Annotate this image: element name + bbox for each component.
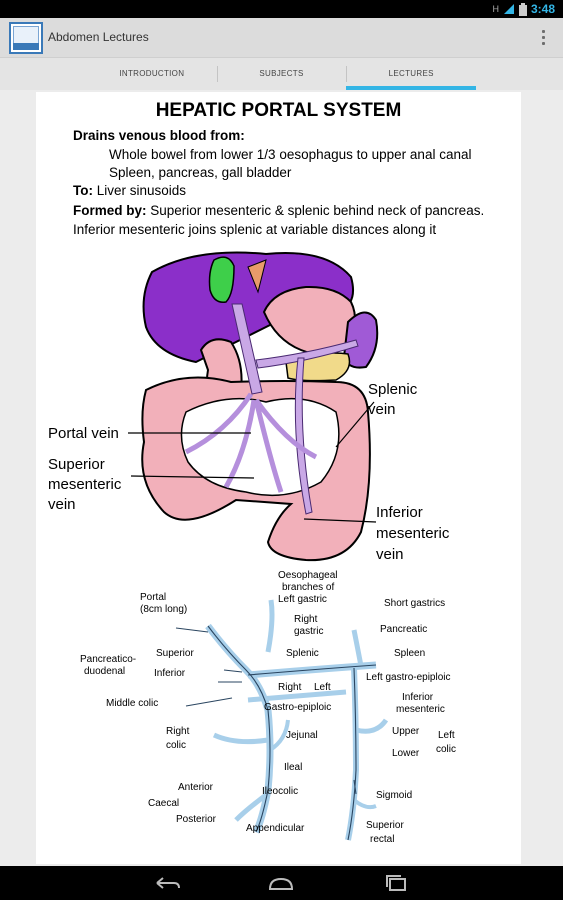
diagram-short-gastrics (351, 629, 364, 667)
slide-title: HEPATIC PORTAL SYSTEM (155, 100, 402, 121)
gallbladder-shape (208, 256, 235, 303)
dlabel-sigmoid: Sigmoid (376, 790, 412, 801)
status-bar: H 3:48 (0, 0, 563, 18)
dlabel-left: Left (314, 682, 331, 693)
dlabel-superior-rectal-2: rectal (370, 834, 394, 845)
inferior-mesenteric-vein-shape (294, 357, 313, 515)
drains-line-1: Whole bowel from lower 1/3 oesophagus to… (109, 147, 472, 162)
superior-mesenteric-leader (130, 475, 255, 479)
dlabel-appendicular: Appendicular (246, 823, 305, 834)
dlabel-oesophageal-3: Left gastric (278, 594, 327, 605)
dlabel-caecal: Caecal (148, 798, 179, 809)
dlabel-pancreatico-2: duodenal (84, 666, 125, 677)
dlabel-inferior-mesenteric-1: Inferior (402, 692, 434, 703)
label-splenic-vein-1: Splenic (368, 381, 418, 398)
to-value: Liver sinusoids (93, 183, 187, 198)
tab-lectures[interactable]: LECTURES (346, 58, 476, 90)
portal-vein-shape (231, 303, 263, 395)
portal-tributaries-diagram: Portal (8cm long) Oesophageal branches o… (80, 570, 456, 845)
dlabel-right-gastric-2: gastric (294, 626, 323, 637)
navigation-bar (0, 866, 563, 900)
dlabel-middle-colic: Middle colic (106, 698, 158, 709)
formed-label: Formed by: (73, 203, 147, 218)
signal-label: H (492, 4, 499, 14)
ligament-shape (247, 259, 267, 294)
diagram-ileocolic (234, 793, 268, 822)
diagram-right-colic (212, 732, 269, 745)
dlabel-jejunal: Jejunal (286, 730, 318, 741)
dlabel-right-colic-2: colic (166, 740, 186, 751)
app-title: Abdomen Lectures (48, 30, 149, 44)
dlabel-portal-2: (8cm long) (140, 604, 187, 615)
mesenteric-branches-shape (184, 392, 318, 493)
tab-introduction[interactable]: INTRODUCTION (119, 69, 185, 78)
dlabel-oesophageal-2: branches of (282, 582, 334, 593)
to-label: To: (73, 183, 93, 198)
back-icon[interactable] (152, 874, 182, 892)
tab-bar: INTRODUCTION SUBJECTS LECTURES (0, 58, 563, 90)
dlabel-ileocolic: Ileocolic (262, 786, 298, 797)
dlabel-splenic: Splenic (286, 648, 319, 659)
tab-subjects[interactable]: SUBJECTS (216, 58, 347, 90)
dlabel-left-colic-1: Left (438, 730, 455, 741)
battery-icon (518, 2, 527, 16)
dlabel-inferior: Inferior (154, 668, 186, 679)
dlabel-superior-rectal-1: Superior (366, 820, 404, 831)
label-splenic-vein-2: vein (368, 401, 396, 418)
dlabel-left-gastro: Left gastro-epiploic (366, 672, 451, 683)
app-logo-icon[interactable] (9, 22, 43, 54)
lecture-slide: HEPATIC PORTAL SYSTEM Drains venous bloo… (36, 92, 521, 864)
action-bar: Abdomen Lectures (0, 18, 563, 58)
overflow-menu-icon[interactable] (540, 29, 546, 47)
formed-line-2: Inferior mesenteric joins splenic at var… (73, 222, 437, 237)
dlabel-pancreatico-1: Pancreatico- (80, 654, 136, 665)
home-icon[interactable] (266, 874, 296, 892)
signal-icon (503, 4, 514, 14)
drains-label: Drains venous blood from: (73, 128, 245, 143)
portal-system-illustration: Portal vein Superior mesenteric vein Spl… (48, 251, 450, 563)
dlabel-lower: Lower (392, 748, 420, 759)
dlabel-gastro-epiploic: Gastro-epiploic (264, 702, 331, 713)
to-line: To: Liver sinusoids (73, 183, 186, 198)
label-inferior-mesenteric-1: Inferior (376, 504, 423, 521)
dlabel-pancreatic: Pancreatic (380, 624, 427, 635)
label-inferior-mesenteric-3: vein (376, 546, 404, 563)
dlabel-inferior-mesenteric-2: mesenteric (396, 704, 445, 715)
dlabel-oesophageal-1: Oesophageal (278, 570, 338, 581)
splenic-vein-shape (255, 339, 359, 369)
diagram-sigmoid (352, 798, 377, 810)
dlabel-left-colic-2: colic (436, 744, 456, 755)
dlabel-upper: Upper (392, 726, 420, 737)
dlabel-right: Right (278, 682, 302, 693)
label-superior-mesenteric-1: Superior (48, 456, 105, 473)
dlabel-right-colic-1: Right (166, 726, 190, 737)
drains-line-2: Spleen, pancreas, gall bladder (109, 165, 292, 180)
splenic-vein-leader (335, 401, 375, 448)
dlabel-portal-1: Portal (140, 592, 166, 603)
formed-value: Superior mesenteric & splenic behind nec… (146, 203, 485, 218)
dlabel-anterior: Anterior (178, 782, 214, 793)
dlabel-posterior: Posterior (176, 814, 217, 825)
label-portal-vein: Portal vein (48, 425, 119, 442)
formed-line: Formed by: Superior mesenteric & splenic… (73, 203, 484, 218)
diagram-left-gastric (265, 599, 275, 653)
label-superior-mesenteric-3: vein (48, 496, 76, 513)
diagram-left-colic (355, 718, 389, 734)
diagram-jejunal (268, 719, 290, 752)
dlabel-right-gastric-1: Right (294, 614, 318, 625)
dlabel-short-gastrics: Short gastrics (384, 598, 445, 609)
label-superior-mesenteric-2: mesenteric (48, 476, 122, 493)
clock: 3:48 (530, 2, 555, 16)
dlabel-ileal: Ileal (284, 762, 302, 773)
diagram-gastro-epiploic (247, 689, 347, 703)
recent-apps-icon[interactable] (381, 874, 411, 892)
dlabel-spleen: Spleen (394, 648, 425, 659)
label-inferior-mesenteric-2: mesenteric (376, 525, 450, 542)
inferior-mesenteric-leader (303, 518, 377, 523)
dlabel-superior: Superior (156, 648, 194, 659)
